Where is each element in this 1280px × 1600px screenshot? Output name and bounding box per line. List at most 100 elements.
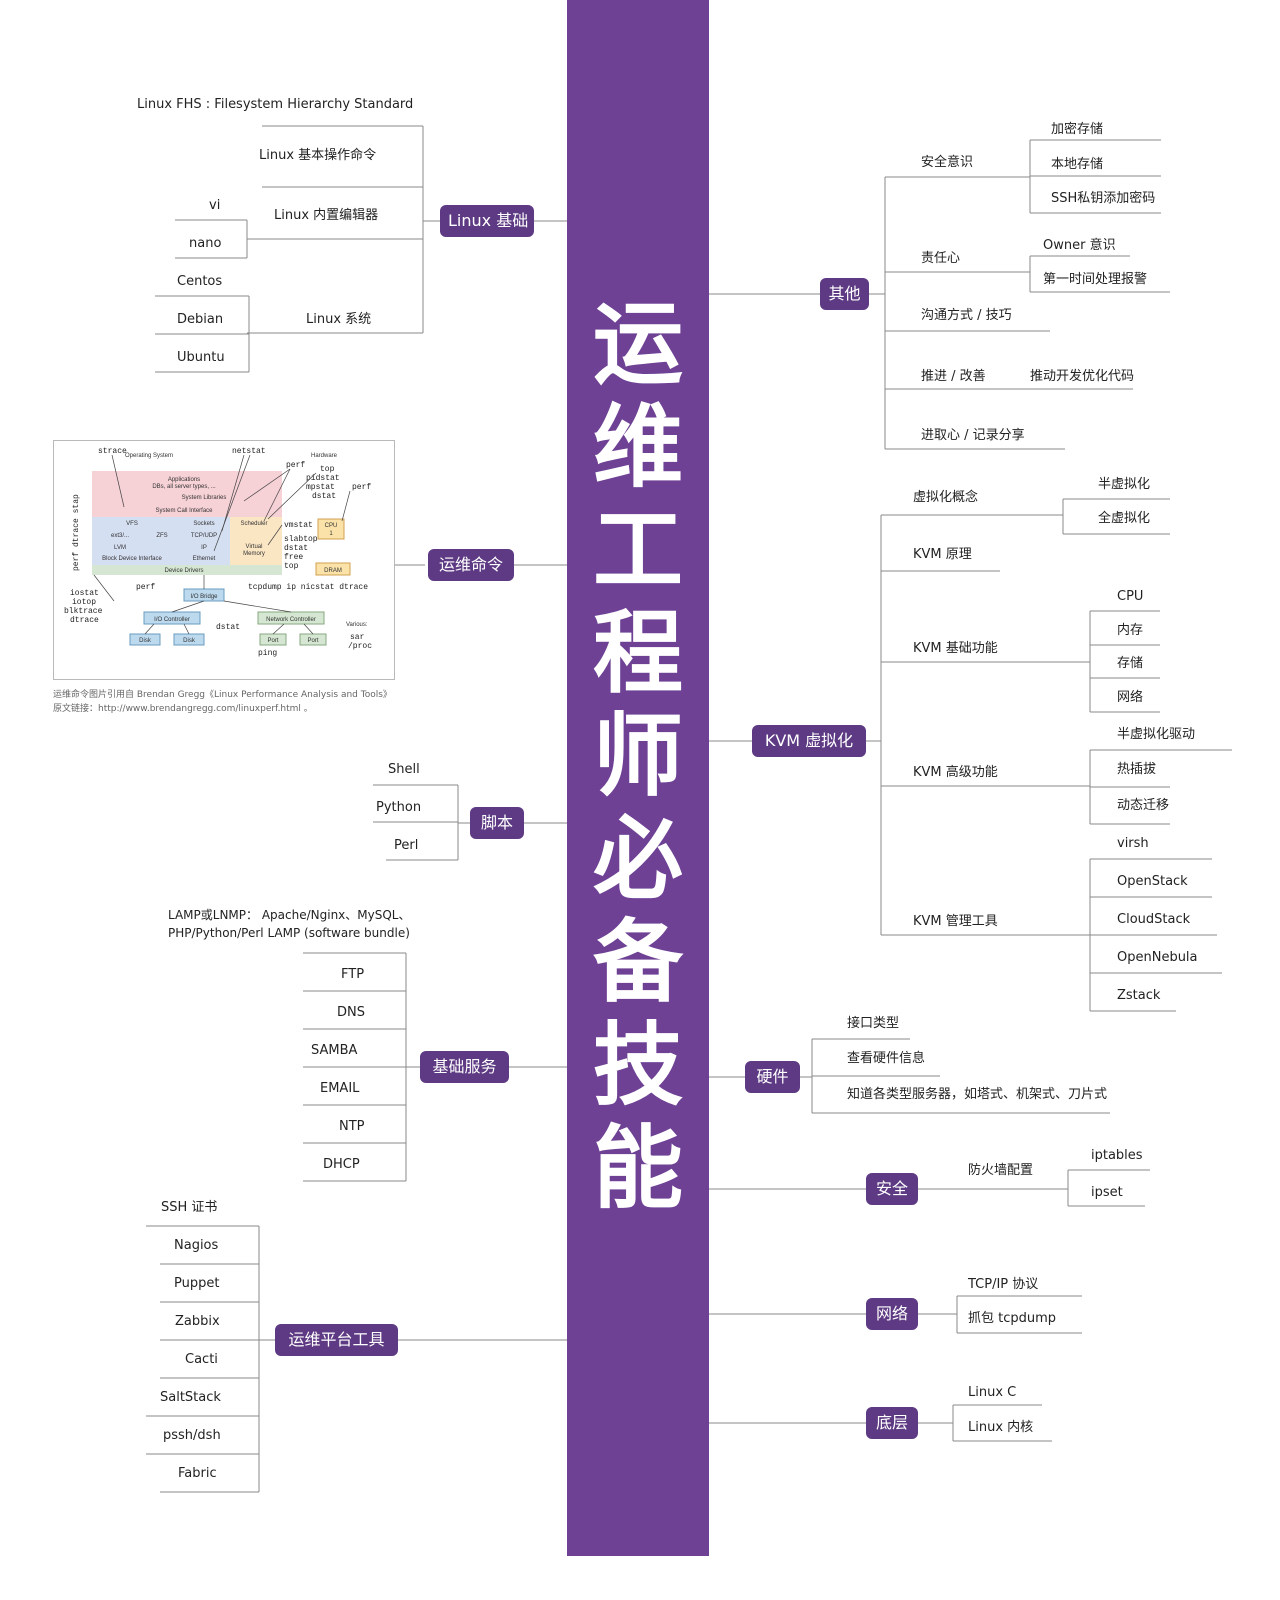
service-ftp: FTP bbox=[341, 967, 365, 982]
svg-text:free: free bbox=[284, 553, 303, 562]
lamp-note-line2: PHP/Python/Perl LAMP (software bundle) bbox=[168, 926, 410, 940]
node-linux-basics: Linux 基础 bbox=[440, 205, 534, 237]
push-dev-optimize: 推动开发优化代码 bbox=[1030, 369, 1135, 384]
svg-text:DRAM: DRAM bbox=[324, 568, 342, 574]
svg-text:iostat: iostat bbox=[70, 589, 99, 598]
svg-text:IP: IP bbox=[201, 545, 207, 551]
svg-text:ping: ping bbox=[258, 649, 277, 658]
tool-puppet: Puppet bbox=[174, 1276, 220, 1291]
svg-text:strace: strace bbox=[98, 447, 127, 456]
svg-text:mpstat: mpstat bbox=[306, 483, 335, 492]
system-ubuntu: Ubuntu bbox=[177, 350, 225, 365]
full-virtualization: 全虚拟化 bbox=[1098, 511, 1151, 526]
svg-text:VFS: VFS bbox=[126, 521, 138, 527]
tool-fabric: Fabric bbox=[178, 1466, 217, 1481]
interface-types: 接口类型 bbox=[847, 1016, 900, 1031]
packet-capture: 抓包 tcpdump bbox=[968, 1311, 1057, 1326]
svg-text:tcpdump ip nicstat dtrace: tcpdump ip nicstat dtrace bbox=[248, 583, 368, 592]
kvm-concept: 虚拟化概念 bbox=[913, 490, 979, 505]
svg-text:DBs, all server types, ...: DBs, all server types, ... bbox=[152, 484, 216, 490]
title-char: 程 bbox=[593, 601, 683, 706]
service-email: EMAIL bbox=[320, 1081, 360, 1096]
svg-text:Applications: Applications bbox=[168, 477, 200, 483]
owner-awareness: Owner 意识 bbox=[1043, 238, 1116, 253]
tool-cacti: Cacti bbox=[185, 1352, 218, 1367]
tool-saltstack: SaltStack bbox=[160, 1390, 221, 1405]
security-awareness: 安全意识 bbox=[921, 155, 974, 170]
communication: 沟通方式 / 技巧 bbox=[921, 308, 1012, 323]
node-kvm: KVM 虚拟化 bbox=[752, 725, 866, 757]
svg-text:Hardware: Hardware bbox=[311, 453, 338, 459]
svg-text:sar: sar bbox=[350, 633, 365, 642]
service-dns: DNS bbox=[337, 1005, 365, 1020]
kvm-advanced: KVM 高级功能 bbox=[913, 765, 998, 780]
kvm-cpu: CPU bbox=[1117, 589, 1144, 604]
svg-text:ext3/...: ext3/... bbox=[111, 533, 129, 539]
main-title: 运维工程师必备技能 bbox=[567, 300, 709, 1227]
svg-text:blktrace: blktrace bbox=[64, 607, 103, 616]
lamp-note-line1: LAMP或LNMP： Apache/Nginx、MySQL、 bbox=[168, 908, 411, 922]
svg-text:Ethernet: Ethernet bbox=[193, 556, 216, 562]
mgmt-virsh: virsh bbox=[1117, 836, 1149, 851]
editor-nano: nano bbox=[189, 236, 222, 251]
linux-kernel: Linux 内核 bbox=[968, 1420, 1034, 1435]
svg-text:Block Device Interface: Block Device Interface bbox=[102, 556, 162, 562]
svg-text:slabtop: slabtop bbox=[284, 535, 318, 544]
node-platform-tools: 运维平台工具 bbox=[275, 1324, 398, 1356]
svg-text:dstat: dstat bbox=[216, 623, 240, 632]
mgmt-zstack: Zstack bbox=[1117, 988, 1161, 1003]
svg-text:Port: Port bbox=[307, 638, 318, 644]
svg-text:CPU: CPU bbox=[325, 523, 338, 529]
fw-iptables: iptables bbox=[1091, 1148, 1143, 1163]
script-shell: Shell bbox=[388, 762, 420, 777]
svg-text:dstat: dstat bbox=[312, 492, 336, 501]
svg-text:Disk: Disk bbox=[139, 638, 152, 644]
title-char: 维 bbox=[593, 395, 683, 500]
kvm-storage: 存储 bbox=[1117, 656, 1144, 671]
kvm-network: 网络 bbox=[1117, 690, 1144, 705]
improve: 推进 / 改善 bbox=[921, 369, 986, 384]
svg-text:I/O Controller: I/O Controller bbox=[154, 617, 190, 623]
svg-text:netstat: netstat bbox=[232, 447, 266, 456]
responsibility: 责任心 bbox=[921, 251, 961, 266]
para-virtualization: 半虚拟化 bbox=[1098, 477, 1151, 492]
linux-editors-label: Linux 内置编辑器 bbox=[274, 208, 379, 223]
svg-text:dstat: dstat bbox=[284, 544, 308, 553]
firewall-config: 防火墙配置 bbox=[968, 1163, 1034, 1178]
mgmt-opennebula: OpenNebula bbox=[1117, 950, 1198, 965]
script-python: Python bbox=[376, 800, 422, 815]
svg-text:1: 1 bbox=[329, 531, 333, 537]
svg-text:LVM: LVM bbox=[114, 545, 126, 551]
svg-text:Device Drivers: Device Drivers bbox=[164, 568, 203, 574]
svg-text:ZFS: ZFS bbox=[156, 533, 167, 539]
tool-nagios: Nagios bbox=[174, 1238, 219, 1253]
svg-text:TCP/UDP: TCP/UDP bbox=[191, 533, 217, 539]
script-perl: Perl bbox=[394, 838, 419, 853]
svg-text:dtrace: dtrace bbox=[70, 616, 99, 625]
server-types: 知道各类型服务器，如塔式、机架式、刀片式 bbox=[847, 1087, 1108, 1102]
svg-text:System Call Interface: System Call Interface bbox=[155, 508, 213, 514]
alert-handling: 第一时间处理报警 bbox=[1043, 272, 1148, 287]
svg-text:Network Controller: Network Controller bbox=[266, 617, 316, 623]
kvm-mgmt: KVM 管理工具 bbox=[913, 914, 998, 929]
linux-perf-tools-figure: Operating System Hardware Applications D… bbox=[53, 440, 395, 680]
node-network: 网络 bbox=[866, 1298, 918, 1330]
svg-text:/proc: /proc bbox=[348, 642, 372, 651]
svg-text:pidstat: pidstat bbox=[306, 474, 340, 483]
node-base-services: 基础服务 bbox=[420, 1051, 509, 1083]
title-char: 备 bbox=[593, 910, 683, 1015]
system-centos: Centos bbox=[177, 274, 223, 289]
node-low-level: 底层 bbox=[866, 1407, 918, 1439]
title-char: 工 bbox=[593, 498, 683, 603]
kvm-principle: KVM 原理 bbox=[913, 547, 972, 562]
svg-text:Virtual: Virtual bbox=[246, 544, 263, 550]
encrypted-storage: 加密存储 bbox=[1051, 122, 1104, 137]
title-char: 能 bbox=[593, 1116, 683, 1221]
figure-caption-source: 运维命令图片引用自 Brendan Gregg《Linux Performanc… bbox=[53, 690, 392, 700]
progress-sharing: 进取心 / 记录分享 bbox=[921, 428, 1025, 443]
tool-pssh: pssh/dsh bbox=[163, 1428, 221, 1443]
editor-vi: vi bbox=[209, 198, 221, 213]
svg-text:perf: perf bbox=[286, 461, 305, 470]
svg-text:vmstat: vmstat bbox=[284, 521, 313, 530]
kvm-basic: KVM 基础功能 bbox=[913, 641, 998, 656]
